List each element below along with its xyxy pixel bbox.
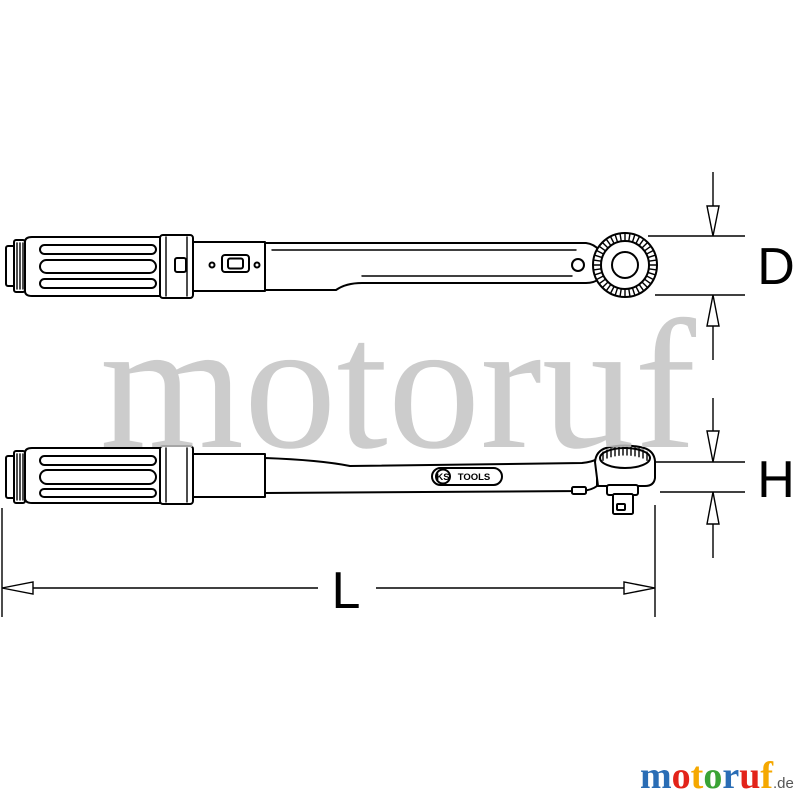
knurled-ring: [13, 239, 26, 293]
grip-slot: [39, 259, 157, 274]
gear-tooth: [602, 242, 609, 249]
grip-slot: [39, 244, 157, 255]
gear-tooth: [599, 246, 607, 252]
lever-shaft: [264, 242, 600, 291]
ratchet-head-side: [594, 444, 656, 515]
pivot-pin: [571, 258, 585, 272]
gear-tooth: [599, 278, 607, 284]
ratchet-head-top: [592, 232, 658, 298]
gear-tooth: [619, 288, 622, 297]
gear-tooth: [619, 233, 622, 242]
detent-ball: [616, 503, 626, 511]
gear-ring: [599, 447, 651, 469]
gear-tooth: [614, 234, 619, 243]
grip-slot: [39, 488, 157, 498]
knurled-ring: [13, 450, 26, 504]
wrench-top-view: [5, 232, 658, 299]
gear-tooth: [596, 275, 605, 280]
dimension-label-h: H: [757, 451, 795, 509]
adjustment-body: [192, 241, 266, 292]
gear-tooth: [596, 250, 605, 255]
gear-tooth: [648, 259, 657, 262]
grip-slot: [39, 278, 157, 289]
gear-tooth: [648, 268, 657, 271]
gear-tooth: [647, 254, 656, 259]
dimension-h: H: [655, 398, 795, 558]
dimension-l: L: [1, 505, 656, 620]
gear-tooth: [610, 236, 615, 245]
lever-shaft: [264, 457, 598, 495]
gear-tooth: [594, 254, 603, 259]
logo-letter: o: [672, 755, 691, 797]
gear-tooth: [647, 271, 656, 276]
gear-tooth: [635, 236, 640, 245]
gear-tooth: [631, 234, 636, 243]
gear-tooth: [606, 283, 612, 291]
gear-tooth: [635, 285, 640, 294]
gear-tooth: [643, 278, 651, 284]
rivet: [208, 261, 216, 269]
adjustment-body: [192, 453, 266, 498]
brand-ks: KS: [436, 472, 449, 483]
gear-tooth: [638, 283, 644, 291]
logo-letter: u: [739, 755, 760, 797]
gear-tooth: [645, 250, 654, 255]
gear-tooth: [593, 268, 602, 271]
logo-letter: o: [703, 755, 722, 797]
gear-tooth: [594, 271, 603, 276]
gear-tooth: [631, 287, 636, 296]
wrench-side-view: KS TOOLS: [5, 444, 656, 515]
dimension-label-l: L: [332, 562, 361, 620]
drive-hub: [611, 251, 639, 279]
grip-slot: [39, 455, 157, 466]
logo-name: motoruf: [640, 755, 774, 797]
grip-slot: [39, 469, 157, 485]
gear-teeth: [602, 446, 648, 461]
logo-tld: .de: [773, 775, 794, 792]
gear-tooth: [638, 239, 644, 247]
logo-letter: t: [691, 755, 704, 797]
ks-badge: [435, 468, 451, 485]
gear-tooth: [610, 285, 615, 294]
gear-tooth: [628, 233, 631, 242]
gear-tooth: [641, 242, 648, 249]
logo-letter: r: [722, 755, 739, 797]
watermark-text: motoruf: [100, 283, 696, 488]
motoruf-logo: motoruf.de: [640, 755, 794, 797]
gear-tooth: [606, 239, 612, 247]
brand-tools: TOOLS: [458, 472, 491, 483]
rivet: [253, 261, 261, 269]
gear-tooth: [614, 287, 619, 296]
gear-tooth: [643, 246, 651, 252]
gear-tooth: [602, 281, 609, 288]
gear-teeth: [593, 233, 657, 297]
logo-letter: m: [640, 755, 672, 797]
dimension-label-d: D: [757, 238, 795, 296]
logo-letter: f: [760, 755, 774, 797]
gear-tooth: [641, 281, 648, 288]
release-tab: [571, 486, 587, 495]
gear-tooth: [593, 259, 602, 262]
gear-tooth: [628, 288, 631, 297]
ks-tools-logo: KS TOOLS: [431, 467, 503, 486]
dimension-d: D: [648, 172, 795, 360]
gear-tooth: [645, 275, 654, 280]
